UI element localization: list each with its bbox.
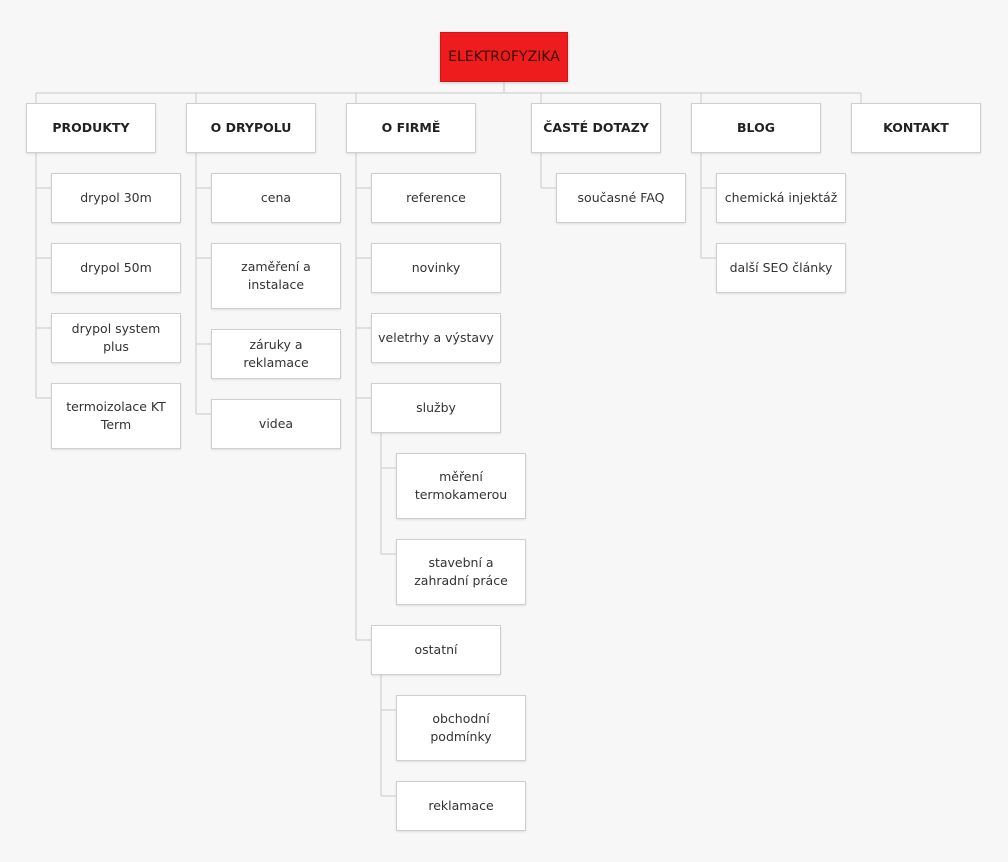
- node-soucasne-faq: současné FAQ: [556, 173, 686, 223]
- node-drypol-system-plus: drypol system plus: [51, 313, 181, 363]
- node-caste-dotazy: ČASTÉ DOTAZY: [531, 103, 661, 153]
- node-blog: BLOG: [691, 103, 821, 153]
- node-drypol-30m: drypol 30m: [51, 173, 181, 223]
- root-node: ELEKTROFYZIKA: [440, 32, 568, 82]
- node-reklamace: reklamace: [396, 781, 526, 831]
- node-produkty: PRODUKTY: [26, 103, 156, 153]
- node-chemicka-injektaz: chemická injektáž: [716, 173, 846, 223]
- node-obchodni-podminky: obchodní podmínky: [396, 695, 526, 761]
- node-cena: cena: [211, 173, 341, 223]
- node-o-firme: O FIRMĚ: [346, 103, 476, 153]
- node-stavebni-a-zahradni-prace: stavební a zahradní práce: [396, 539, 526, 605]
- node-videa: videa: [211, 399, 341, 449]
- node-reference: reference: [371, 173, 501, 223]
- node-veletrhy-a-vystavy: veletrhy a výstavy: [371, 313, 501, 363]
- node-mereni-termokamerou: měření termokamerou: [396, 453, 526, 519]
- node-zaruky-a-reklamace: záruky a reklamace: [211, 329, 341, 379]
- node-o-drypolu: O DRYPOLU: [186, 103, 316, 153]
- node-drypol-50m: drypol 50m: [51, 243, 181, 293]
- node-ostatni: ostatní: [371, 625, 501, 675]
- node-sluzby: služby: [371, 383, 501, 433]
- node-novinky: novinky: [371, 243, 501, 293]
- node-termoizolace-kt-term: termoizolace KT Term: [51, 383, 181, 449]
- node-kontakt: KONTAKT: [851, 103, 981, 153]
- node-dalsi-seo-clanky: další SEO články: [716, 243, 846, 293]
- node-zamereni-a-instalace: zaměření a instalace: [211, 243, 341, 309]
